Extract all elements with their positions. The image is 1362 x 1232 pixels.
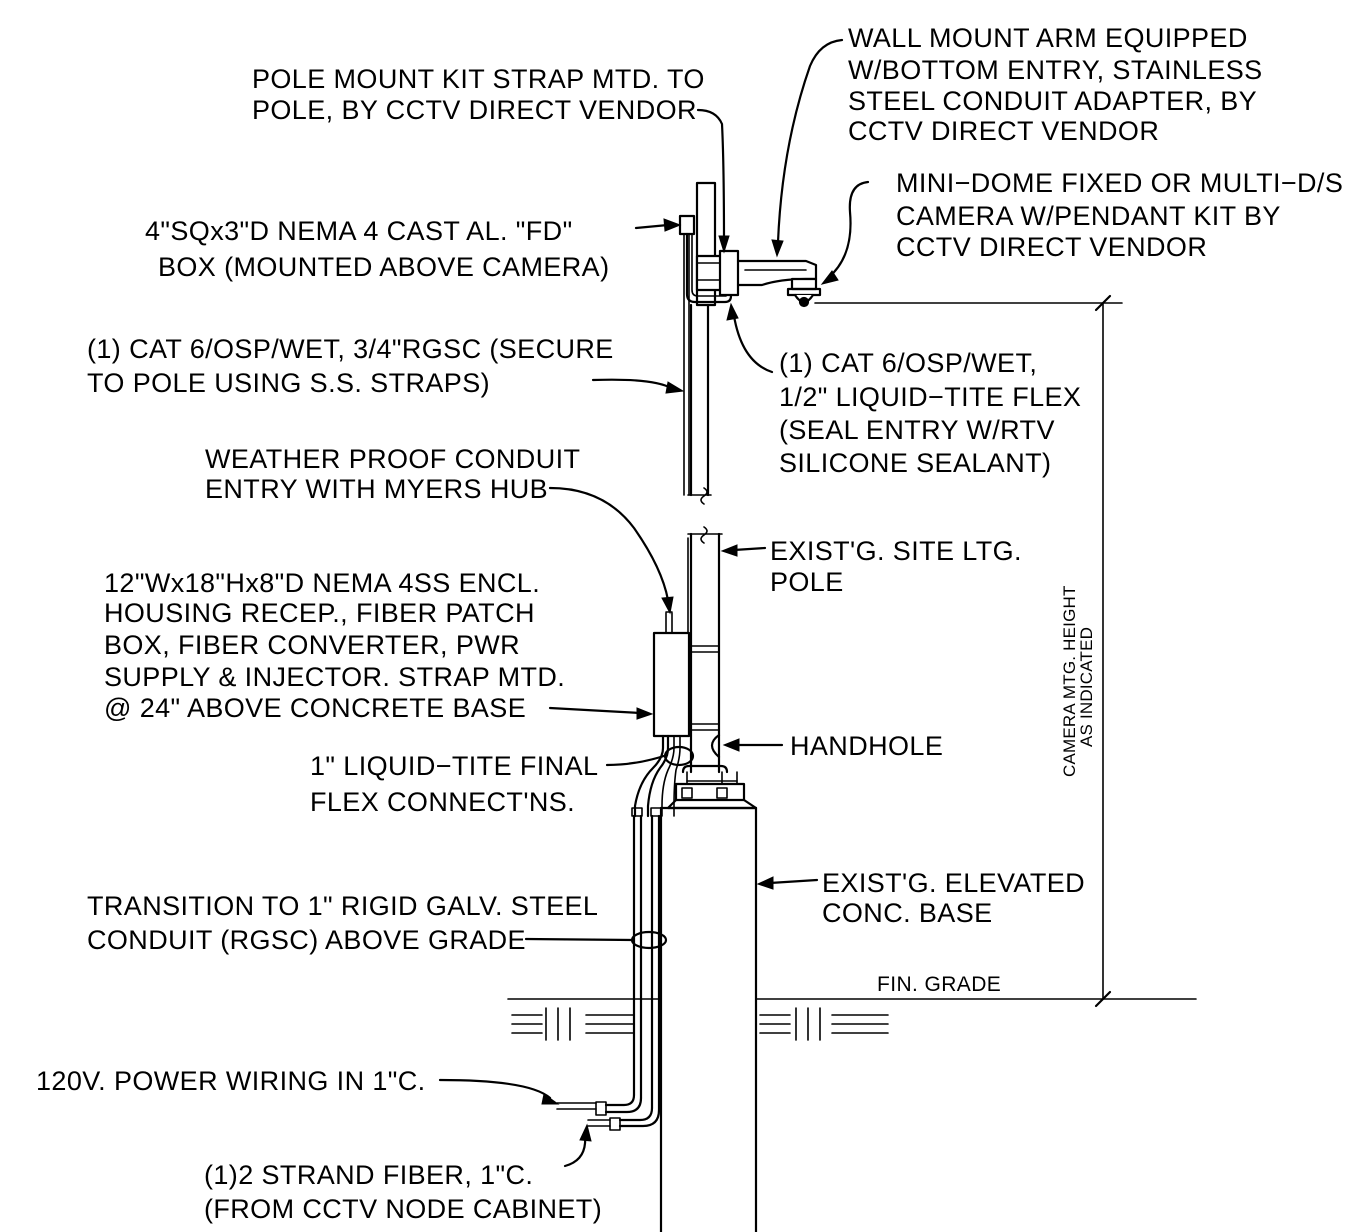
weatherproof-entry-label: WEATHER PROOF CONDUIT ENTRY WITH MYERS H…: [205, 444, 588, 504]
finished-grade-line: [507, 998, 1197, 1041]
liquid-tite-label: 1" LIQUID−TITE FINAL FLEX CONNECT'NS.: [310, 751, 605, 817]
elevated-base-label: EXIST'G. ELEVATED CONC. BASE: [822, 868, 1093, 928]
handhole-icon: [710, 733, 721, 759]
pole-base-plate: [666, 764, 758, 810]
site-pole-label: EXIST'G. SITE LTG. POLE: [770, 536, 1030, 597]
fin-grade-label: FIN. GRADE: [877, 973, 1001, 996]
pole-mount-kit-label: POLE MOUNT KIT STRAP MTD. TO POLE, BY CC…: [252, 64, 713, 125]
fiber-label: (1)2 STRAND FIBER, 1"C. (FROM CCTV NODE …: [204, 1160, 602, 1224]
cat6-flex-label: (1) CAT 6/OSP/WET, 1/2" LIQUID−TITE FLEX…: [779, 348, 1089, 478]
cat6-conduit: [683, 229, 690, 634]
mini-dome-camera-icon: [786, 277, 822, 308]
mini-dome-label: MINI−DOME FIXED OR MULTI−D/S CAMERA W/PE…: [896, 168, 1351, 262]
mounting-height-label: CAMERA MTG. HEIGHT AS INDICATED: [1060, 581, 1096, 777]
light-pole-lower: [687, 526, 723, 774]
nema-enclosure: [652, 611, 691, 738]
flex-callout-ellipse: [663, 745, 695, 767]
mounting-height-dimension: [814, 294, 1123, 1008]
pole-top-assembly: [678, 181, 818, 307]
enclosure-label: 12"Wx18"Hx8"D NEMA 4SS ENCL. HOUSING REC…: [104, 568, 573, 723]
elevated-concrete-base: [659, 806, 758, 1232]
transition-label: TRANSITION TO 1" RIGID GALV. STEEL CONDU…: [87, 891, 605, 955]
transition-callout-ellipse: [630, 930, 668, 950]
rigid-conduits: [556, 807, 662, 1131]
power-wiring-label: 120V. POWER WIRING IN 1"C.: [36, 1066, 426, 1096]
leader-lines: [438, 38, 870, 1168]
cat6-rgsc-label: (1) CAT 6/OSP/WET, 3/4"RGSC (SECURE TO P…: [87, 334, 622, 398]
handhole-label: HANDHOLE: [790, 731, 943, 761]
light-pole-upper: [687, 303, 712, 505]
fd-box-label: 4"SQx3"D NEMA 4 CAST AL. "FD" BOX (MOUNT…: [145, 216, 609, 282]
wall-mount-arm-label: WALL MOUNT ARM EQUIPPED W/BOTTOM ENTRY, …: [848, 23, 1270, 146]
